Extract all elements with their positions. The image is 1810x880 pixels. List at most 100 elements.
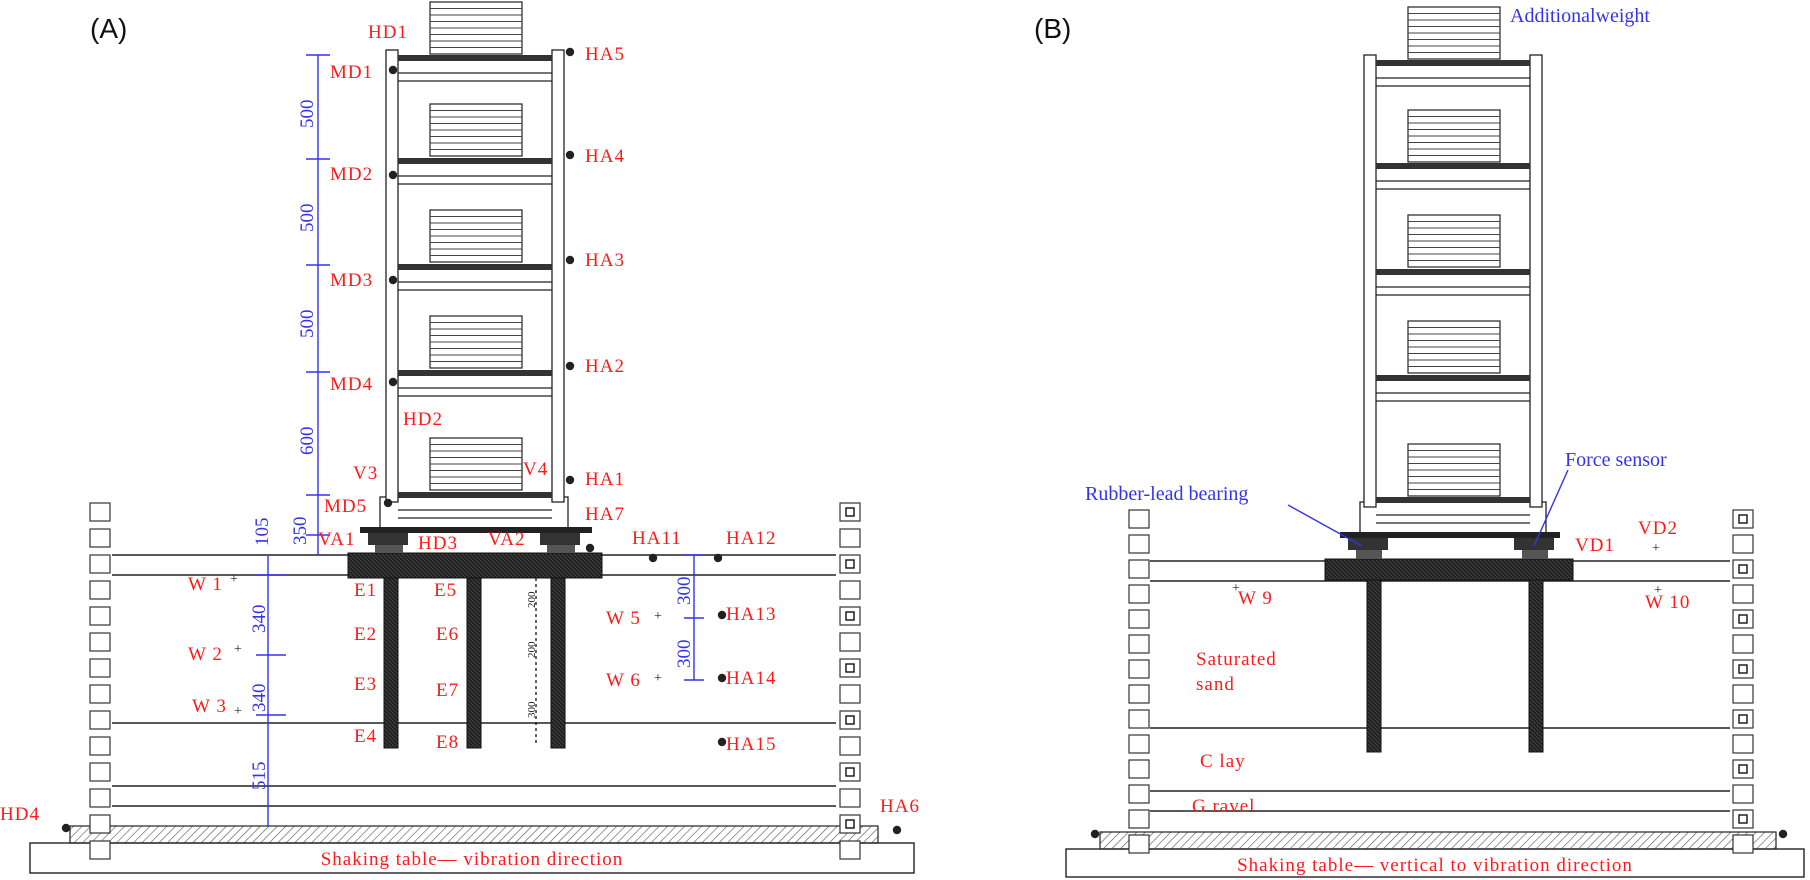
floor-a-slab-3 <box>398 370 552 376</box>
label-w5: W 5 <box>606 608 641 629</box>
dim-story-4: 600 <box>297 427 318 456</box>
label-rubber-lead-bearing: Rubber-lead bearing <box>1085 483 1248 505</box>
frame-a-box-0-2 <box>89 554 111 574</box>
base-beam-a <box>360 527 592 533</box>
pile-a-1 <box>383 577 399 749</box>
frame-a-box-1-5 <box>839 632 861 652</box>
frame-a-box-0-12 <box>89 814 111 834</box>
frame-b-box-1-7 <box>1732 684 1754 704</box>
frame-b-box-0-3 <box>1128 584 1150 604</box>
label-ha1: HA1 <box>585 469 625 490</box>
water-mark-b-0: + <box>1232 581 1240 596</box>
frame-b-accel-0 <box>1738 514 1748 524</box>
label-ha11: HA11 <box>632 528 682 549</box>
bearing-a-1-base <box>375 545 403 553</box>
sensor-dot-a-5 <box>388 65 398 75</box>
sensor-dot-a-8 <box>388 377 398 387</box>
frame-b-box-1-11 <box>1732 784 1754 804</box>
bearing-b-1 <box>1348 538 1388 550</box>
water-mark-a-4: + <box>654 671 662 686</box>
shaking-table-a <box>29 842 915 874</box>
sensor-dot-a-4 <box>565 475 575 485</box>
pile-b-2 <box>1528 579 1544 753</box>
dim-story-5: 350 <box>290 517 311 546</box>
label-w2: W 2 <box>188 644 223 665</box>
label-ha2: HA2 <box>585 356 625 377</box>
frame-a-box-1-3 <box>839 580 861 600</box>
dim-soil-1: 340 <box>249 605 270 634</box>
frame-a-box-0-5 <box>89 632 111 652</box>
water-mark-a-1: + <box>234 642 242 657</box>
dim-story-3: 500 <box>297 310 318 339</box>
shaking-table-a-label: Shaking table— vibration direction <box>321 849 624 870</box>
floor-b-slab-1 <box>1376 163 1530 169</box>
floor-a-slab-1 <box>398 158 552 164</box>
label-e1: E1 <box>354 580 377 601</box>
label-md5: MD5 <box>324 496 367 517</box>
water-mark-a-2: + <box>234 704 242 719</box>
frame-a-box-0-7 <box>89 684 111 704</box>
table-plate-b <box>1099 831 1777 850</box>
sensor-dot-a-12 <box>717 610 727 620</box>
frame-a-accel-6 <box>845 663 855 673</box>
label-w3: W 3 <box>192 696 227 717</box>
bearing-b-1-base <box>1356 550 1382 559</box>
frame-a-accel-4 <box>845 611 855 621</box>
frame-b-box-0-7 <box>1128 684 1150 704</box>
label-w6: W 6 <box>606 670 641 691</box>
frame-b-box-0-0 <box>1128 509 1150 529</box>
label-e6: E6 <box>436 624 459 645</box>
sensor-dot-a-11 <box>713 553 723 563</box>
sensor-dot-b-1 <box>1778 829 1788 839</box>
dim-soil-2: 340 <box>249 684 270 713</box>
dim-soil-3: 515 <box>249 762 270 791</box>
column-b-right <box>1529 54 1543 508</box>
shaking-table-b-label: Shaking table— vertical to vibration dir… <box>1237 855 1633 876</box>
label-ha4: HA4 <box>585 146 625 167</box>
panel-a: (A) Shaking table— vibration direction <box>0 1 920 874</box>
label-ha6: HA6 <box>880 796 920 817</box>
label-saturated: Saturated <box>1196 649 1277 670</box>
base-beam-b <box>1340 532 1560 538</box>
frame-b-accel-12 <box>1738 814 1748 824</box>
floor-a-slab-2 <box>398 264 552 270</box>
frame-a-accel-0 <box>845 507 855 517</box>
table-plate-a <box>69 825 879 844</box>
frame-b-accel-4 <box>1738 614 1748 624</box>
dim-pile-1: 200 <box>526 591 538 608</box>
floor-a-slab-4 <box>398 492 552 498</box>
frame-a-box-0-9 <box>89 736 111 756</box>
right-dimensions-a: 300 300 <box>674 554 704 681</box>
frame-b-box-1-9 <box>1732 734 1754 754</box>
pile-cap-b <box>1324 558 1574 581</box>
frame-b-box-0-9 <box>1128 734 1150 754</box>
bearing-b-2-base <box>1522 550 1548 559</box>
label-e4: E4 <box>354 726 377 747</box>
sensor-dot-a-1 <box>565 150 575 160</box>
floors-b <box>1376 60 1530 524</box>
label-ha13: HA13 <box>726 604 776 625</box>
floor-b-slab-0 <box>1376 60 1530 66</box>
dim-right-2: 300 <box>674 640 695 669</box>
bearing-leader <box>1287 504 1363 547</box>
container-frames-b <box>1128 509 1754 854</box>
frame-b-box-1-1 <box>1732 534 1754 554</box>
sensor-dot-a-10 <box>648 553 658 563</box>
sensor-dots-a: +++++ <box>61 47 902 835</box>
floor-a-slab-0 <box>398 55 552 61</box>
panel-b: (B) Shaking table— vertical to vibration… <box>1034 5 1805 878</box>
frame-b-box-0-12 <box>1128 809 1150 829</box>
frame-b-box-0-5 <box>1128 634 1150 654</box>
frame-a-box-1-13 <box>839 840 861 860</box>
pile-a-2 <box>466 577 482 749</box>
frame-a-box-0-13 <box>89 840 111 860</box>
sensor-dot-a-14 <box>717 737 727 747</box>
weights-b <box>1407 6 1501 497</box>
weights-a <box>429 1 523 491</box>
frame-b-accel-10 <box>1738 764 1748 774</box>
frame-a-box-1-11 <box>839 788 861 808</box>
label-vd2: VD2 <box>1638 518 1678 539</box>
label-vd1: VD1 <box>1575 535 1615 556</box>
frame-a-box-1-1 <box>839 528 861 548</box>
